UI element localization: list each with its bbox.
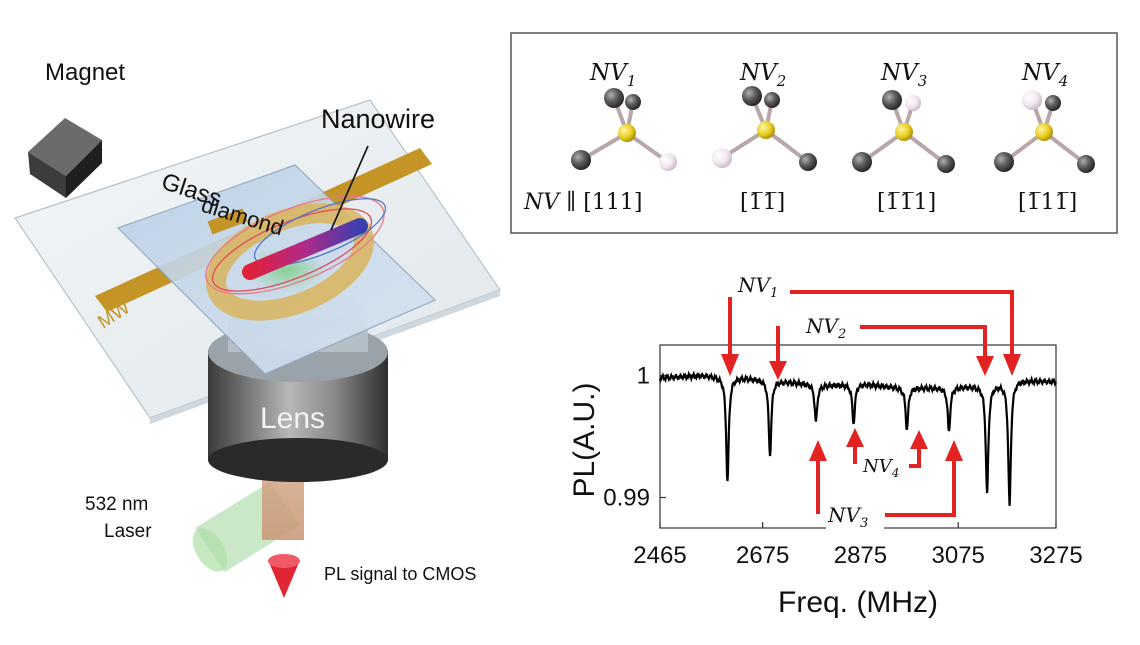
nv4-right-arrowhead [910,430,928,449]
nv-orientation-panel: NV1 NV2 NV3 NV4 [510,32,1118,234]
nv4-molecule [994,90,1095,173]
pl-signal-icon [268,554,300,598]
nv3-right-arrowhead [945,440,963,461]
nv2-left-arrowhead [769,361,787,380]
nv3-molecule [852,90,955,173]
x-axis-label: Freq. (MHz) [778,586,938,619]
magnet-label: Magnet [45,59,125,86]
nv4-header: NV4 [1021,60,1068,90]
nv2-annotation: NV2 [805,314,846,342]
nv4-left-arrowhead [846,428,864,447]
nanowire-label: Nanowire [321,104,435,134]
nv3-direction: [1̅1̅1] [877,190,936,215]
nv1-direction: NV ∥ [111] [523,190,642,215]
nv4-direction: [1̅11̅] [1018,190,1077,215]
arrow-heads [721,354,1021,461]
laser-wavelength-label: 532 nm [85,494,148,515]
nv1-left-arrowhead [721,354,739,376]
nv1-right-arrowhead [1003,354,1021,376]
nv2-molecule [712,86,817,171]
y-axis-label: PL(A.U.) [568,382,601,497]
magnet-cube [28,118,102,198]
field-lines [205,195,387,295]
nv2-header: NV2 [739,60,786,90]
nv2-right-arrowhead [976,356,994,376]
annotation-arrows [728,290,1014,517]
tick-label-layer: 2465 2675 2875 3075 3275 0.99 1 [603,363,1082,570]
nv2-direction: [1̅1̅] [740,190,785,215]
nv1-header: NV1 [589,60,636,90]
x-tick-label: 2465 [633,542,686,569]
lens-label: Lens [260,402,325,435]
nv4-annotation: NV4 [862,456,899,480]
nv3-annotation: NV3 [827,503,868,531]
x-tick-label: 3075 [932,542,985,569]
y-tick-label: 0.99 [603,485,650,512]
x-tick-label: 2875 [834,542,887,569]
nanowire [242,145,369,280]
nv1-molecule [571,88,677,171]
pl-signal-label: PL signal to CMOS [324,564,476,584]
x-tick-label: 2675 [736,542,789,569]
setup-illustration: Magnet Glass diamond Nanowire MW Lens 53… [14,59,501,598]
spectrum-chart: 2465 2675 2875 3075 3275 0.99 1 PL(A.U.) Freq.… [568,272,1083,619]
nv2-arrow-right [860,325,987,357]
pl-trace [658,370,1057,506]
laser-label: Laser [104,521,152,542]
nv3-header: NV3 [880,60,927,90]
nv1-arrow-right [790,290,1014,355]
y-tick-label: 1 [637,363,650,390]
nv4-arrow-right [907,448,921,468]
nv1-annotation: NV1 [737,273,778,301]
panel-frame [510,32,1118,234]
nv3-left-arrowhead [809,440,827,461]
x-tick-label: 3275 [1029,542,1082,569]
nv3-arrow-right [885,460,956,517]
